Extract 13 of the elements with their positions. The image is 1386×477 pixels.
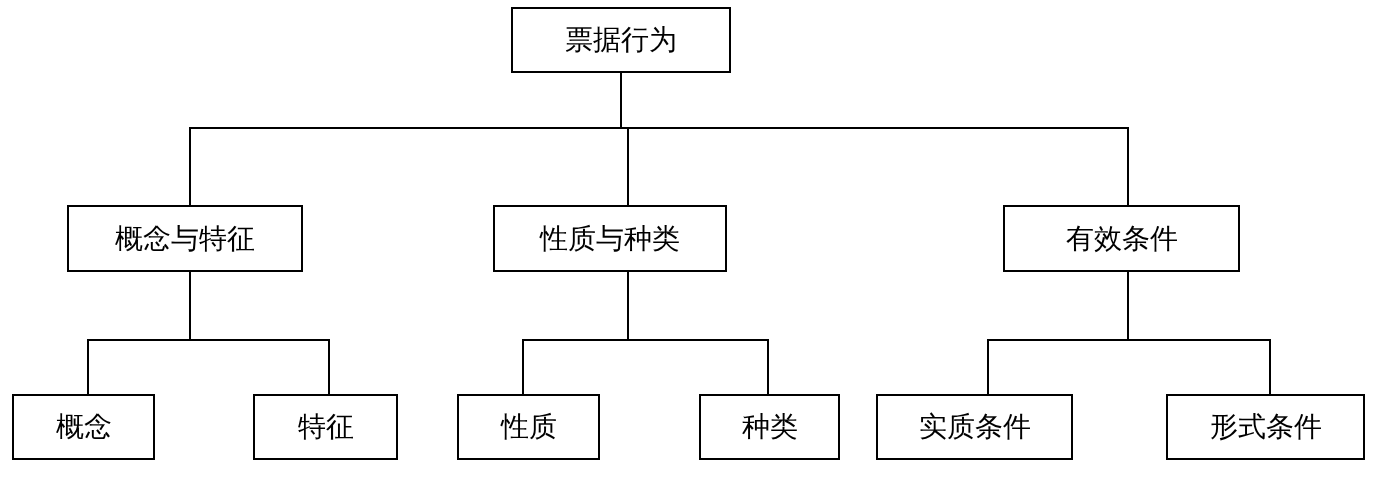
category-box: 性质 xyxy=(457,394,600,460)
category-box: 特征 xyxy=(253,394,398,460)
category-box: 有效条件 xyxy=(1003,205,1240,272)
category-box: 实质条件 xyxy=(876,394,1073,460)
category-box: 性质与种类 xyxy=(493,205,727,272)
connector-line xyxy=(189,271,330,395)
category-box: 形式条件 xyxy=(1166,394,1365,460)
category-box: 种类 xyxy=(699,394,840,460)
category-box: 票据行为 xyxy=(511,7,731,73)
connector-line xyxy=(1127,271,1271,395)
connector-line xyxy=(627,271,769,395)
category-box: 概念与特征 xyxy=(67,205,303,272)
category-box: 概念 xyxy=(12,394,155,460)
